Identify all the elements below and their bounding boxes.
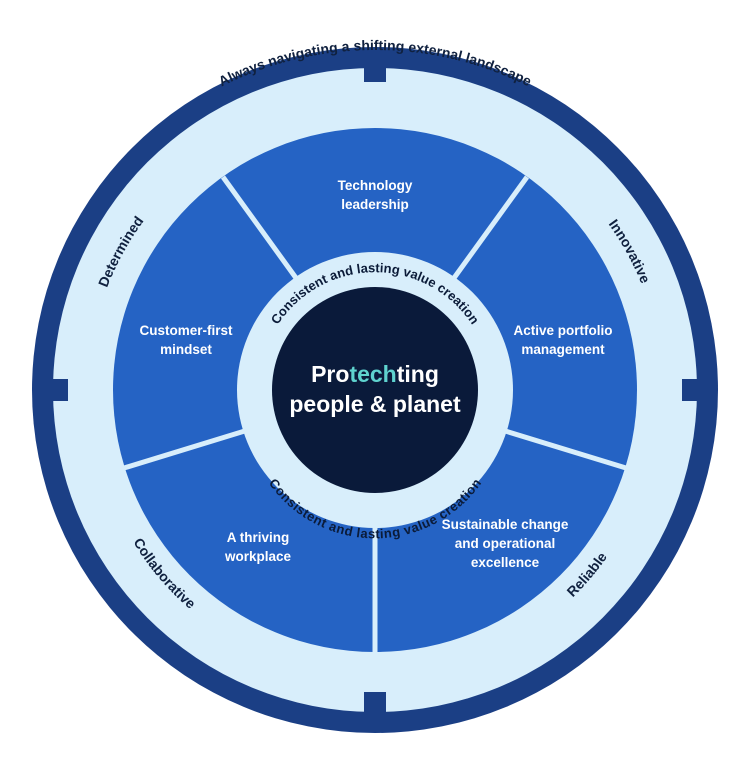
segment-active-portfolio: Active portfolio management xyxy=(513,323,612,357)
segment-label-line: Customer-first xyxy=(139,323,233,338)
segment-label-line: Technology xyxy=(338,178,413,193)
center-circle xyxy=(272,287,478,493)
segment-label-line: A thriving xyxy=(227,530,290,545)
segment-customer-first: Customer-first mindset xyxy=(139,323,233,357)
center-suffix: ting xyxy=(397,361,439,387)
segment-label-line: excellence xyxy=(471,555,540,570)
segment-label-line: Sustainable change xyxy=(442,517,569,532)
center-highlight: tech xyxy=(349,361,396,387)
notch-bottom xyxy=(364,692,386,722)
center-headline-line1: Protechting xyxy=(311,361,439,387)
segment-technology-leadership: Technology leadership xyxy=(338,178,413,212)
segment-label-line: management xyxy=(521,342,605,357)
notch-right xyxy=(682,379,712,401)
segment-dividers xyxy=(123,175,627,652)
segment-thriving-workplace: A thriving workplace xyxy=(224,530,292,564)
center-prefix: Pro xyxy=(311,361,349,387)
segment-label-line: leadership xyxy=(341,197,409,212)
segment-label-line: Active portfolio xyxy=(513,323,612,338)
segment-label-line: and operational xyxy=(455,536,556,551)
center-headline-line2: people & planet xyxy=(289,391,461,417)
segment-label-line: workplace xyxy=(224,549,292,564)
segment-label-line: mindset xyxy=(160,342,212,357)
notch-top xyxy=(364,52,386,82)
notch-left xyxy=(38,379,68,401)
segment-sustainable-change: Sustainable change and operational excel… xyxy=(442,517,569,570)
